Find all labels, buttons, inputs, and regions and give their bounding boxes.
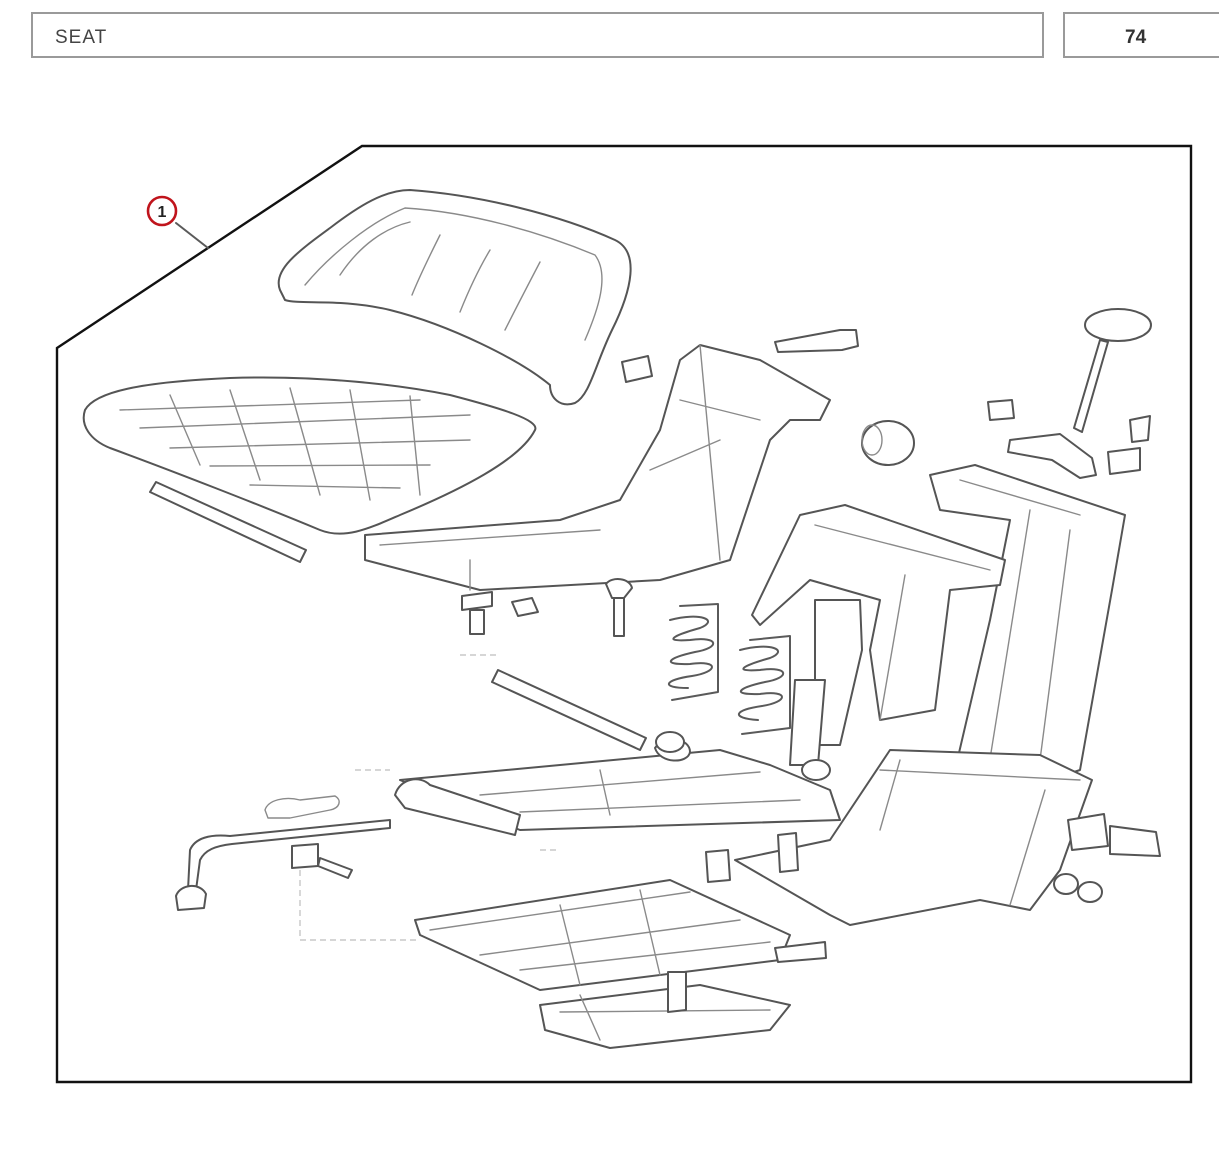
seat-cushion: [82, 376, 537, 535]
suspension-frame-upper: [751, 464, 1126, 796]
callout-label: 1: [158, 204, 167, 221]
callout-leader: [175, 222, 209, 249]
latch-parts: [987, 399, 1151, 479]
callout-1[interactable]: 1: [146, 195, 178, 227]
mounting-plate-bottom: [539, 971, 791, 1049]
backrest-cushion: [277, 189, 632, 406]
assembly-guides: [299, 654, 560, 941]
seat-rod: [149, 481, 307, 563]
release-lever: [175, 795, 391, 911]
seat-support-bracket: [364, 344, 831, 591]
page-number: 74: [1125, 27, 1147, 48]
fastener-set: [291, 578, 1161, 903]
bushing-large: [861, 420, 915, 466]
spring-left: [667, 603, 719, 701]
adjustment-knob: [1073, 308, 1152, 433]
pivot-rod: [491, 669, 647, 751]
page-number-box: 74: [1063, 12, 1219, 58]
section-title-box: SEAT: [31, 12, 1044, 58]
base-bracket-right: [734, 749, 1093, 926]
bolt-upper: [774, 329, 859, 353]
section-title: SEAT: [55, 27, 108, 48]
spring-right: [737, 635, 791, 735]
shock-absorber: [789, 599, 863, 766]
slide-rail-plate: [414, 879, 827, 991]
callout-ring: [146, 195, 178, 227]
bushing-small: [621, 355, 653, 383]
